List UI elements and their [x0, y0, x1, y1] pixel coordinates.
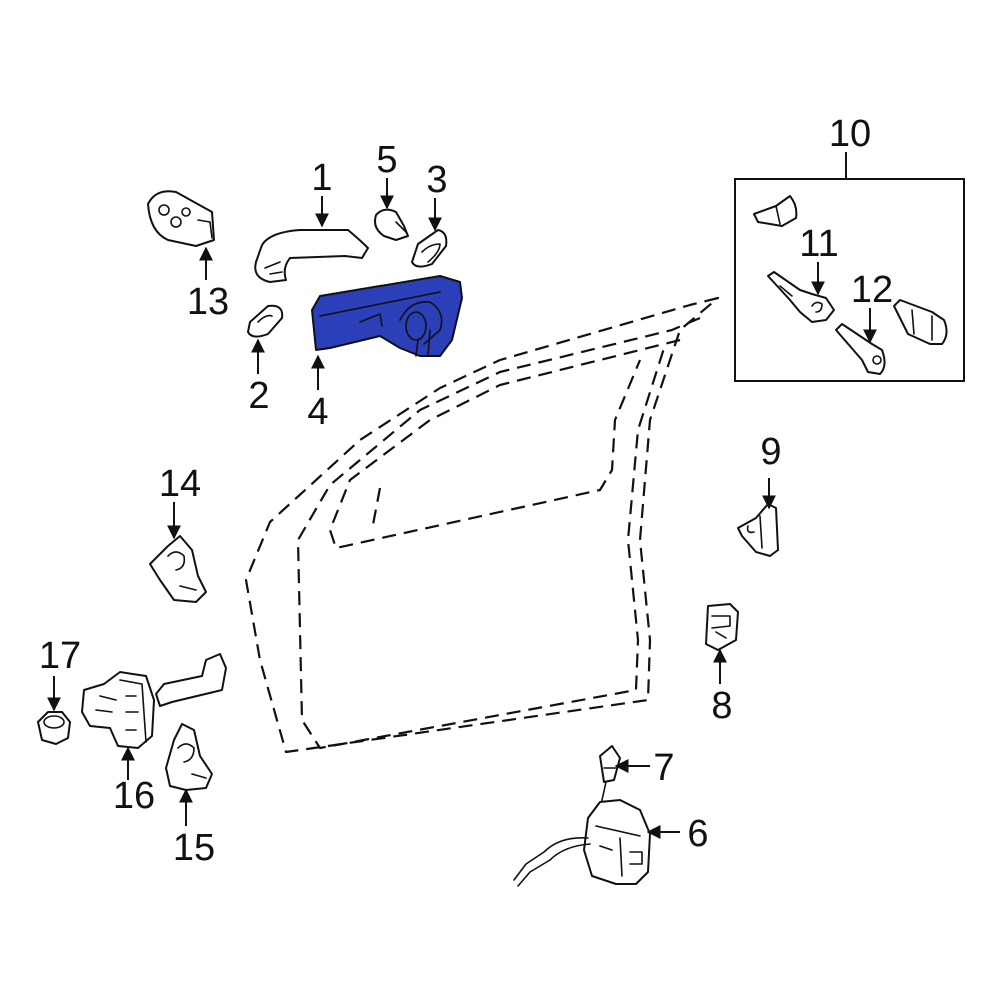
part-5-lock-cap[interactable] [374, 208, 409, 241]
callout-2: 2 [248, 375, 269, 417]
part-13-module[interactable] [147, 190, 215, 247]
callout-1: 1 [311, 157, 332, 199]
part-11-key-cylinder[interactable] [767, 271, 835, 323]
callout-6: 6 [687, 813, 708, 855]
callout-11: 11 [799, 223, 838, 265]
part-15-hinge[interactable] [165, 723, 213, 791]
part-10-lock-set [734, 152, 965, 382]
callout-17: 17 [39, 635, 81, 677]
part-4-handle-frame[interactable] [311, 275, 463, 357]
callout-16: 16 [113, 775, 155, 817]
part-8-bracket[interactable] [705, 603, 739, 651]
callout-14: 14 [159, 463, 201, 505]
callout-7: 7 [653, 747, 674, 789]
part-2-gasket[interactable] [247, 304, 284, 338]
callout-15: 15 [173, 827, 215, 869]
part-1-outer-handle[interactable] [254, 229, 369, 283]
callout-8: 8 [711, 685, 732, 727]
callout-12: 12 [851, 269, 893, 311]
leader-arrows [47, 178, 877, 839]
callout-4: 4 [307, 391, 328, 433]
part-7-rod-clip[interactable] [599, 745, 621, 783]
callout-labels: 1 5 3 13 2 4 10 11 12 9 8 14 17 16 15 7 … [39, 113, 893, 869]
part-17-nut[interactable] [37, 711, 71, 745]
part-16-door-check[interactable] [81, 653, 227, 749]
callout-3: 3 [426, 159, 447, 201]
part-9-striker[interactable] [737, 503, 779, 557]
part-14-hinge[interactable] [149, 535, 207, 603]
door-outline [244, 296, 720, 754]
part-12-cylinder[interactable] [893, 299, 948, 345]
part-6-lock-actuator[interactable] [513, 781, 651, 887]
callout-9: 9 [760, 431, 781, 473]
callout-5: 5 [376, 139, 397, 181]
callout-13: 13 [187, 281, 229, 323]
part-12-plate[interactable] [835, 323, 886, 375]
callout-10: 10 [829, 113, 871, 155]
part-10-cylinder[interactable] [753, 195, 798, 227]
lock-set-box [734, 178, 965, 382]
part-3-bezel[interactable] [411, 229, 448, 268]
